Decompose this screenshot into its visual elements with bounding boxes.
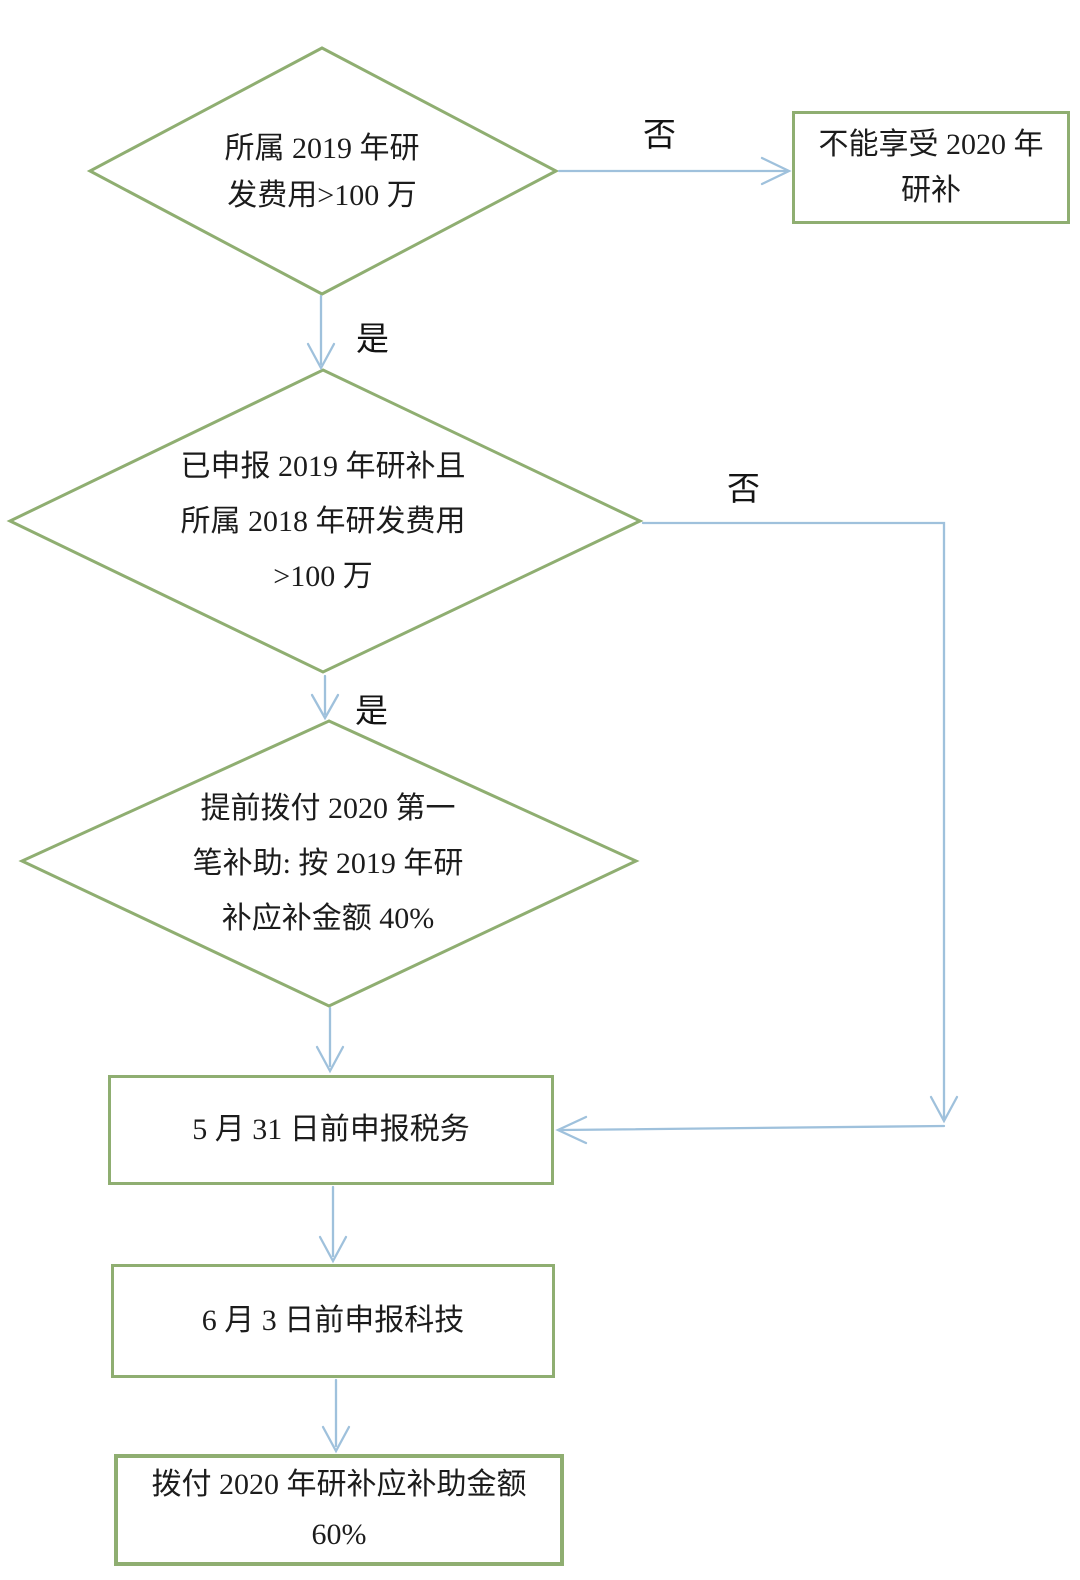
decision-1-line-1: 所属 2019 年研 xyxy=(224,132,420,165)
final-payout-line-1: 拨付 2020 年研补应补助金额 xyxy=(151,1468,527,1501)
decision-2-diamond xyxy=(6,368,644,674)
decision-2-text: 已申报 2019 年研补且 所属 2018 年研发费用 >100 万 xyxy=(63,439,583,604)
final-payout-line-2: 60% xyxy=(311,1518,367,1551)
decision-3-diamond xyxy=(18,719,640,1008)
decision-3-text: 提前拨付 2020 第一 笔补助: 按 2019 年研 补应补金额 40% xyxy=(68,781,588,946)
arrow-to-tech-box xyxy=(318,1185,348,1264)
reject-box-line-2: 研补 xyxy=(901,173,961,207)
arrow-no-elbow-to-tax xyxy=(555,521,959,1145)
arrow-to-final-box xyxy=(321,1378,351,1454)
reject-box-line-1: 不能享受 2020 年 xyxy=(818,127,1044,161)
tech-filing-box: 6 月 3 日前申报科技 xyxy=(111,1264,555,1378)
decision-2-line-2: 所属 2018 年研发费用 xyxy=(180,505,466,538)
decision-1-diamond xyxy=(86,46,560,296)
arrow-no-to-reject xyxy=(557,156,792,186)
tech-filing-box-line-1: 6 月 3 日前申报科技 xyxy=(201,1304,465,1337)
final-payout-box: 拨付 2020 年研补应补助金额 60% xyxy=(114,1454,564,1566)
decision-3-line-3: 补应补金额 40% xyxy=(221,902,435,935)
decision-3-line-2: 笔补助: 按 2019 年研 xyxy=(192,847,464,880)
decision-1-text: 所属 2019 年研 发费用>100 万 xyxy=(142,125,502,219)
edge-label-yes-top: 是 xyxy=(356,322,389,358)
decision-1-line-2: 发费用>100 万 xyxy=(227,179,417,212)
tax-filing-box: 5 月 31 日前申报税务 xyxy=(108,1075,554,1185)
reject-box: 不能享受 2020 年 研补 xyxy=(792,111,1070,224)
arrow-yes-to-decision2 xyxy=(306,294,336,371)
edge-label-yes-mid: 是 xyxy=(355,694,388,730)
arrow-to-tax-box xyxy=(315,1006,345,1074)
decision-3-line-1: 提前拨付 2020 第一 xyxy=(200,792,456,825)
edge-label-no-top: 否 xyxy=(643,118,676,154)
tax-filing-box-line-1: 5 月 31 日前申报税务 xyxy=(192,1113,470,1146)
decision-2-line-3: >100 万 xyxy=(273,560,373,593)
edge-label-no-right: 否 xyxy=(727,472,760,508)
arrow-yes-to-decision3 xyxy=(310,674,340,721)
decision-2-line-1: 已申报 2019 年研补且 xyxy=(180,450,466,483)
